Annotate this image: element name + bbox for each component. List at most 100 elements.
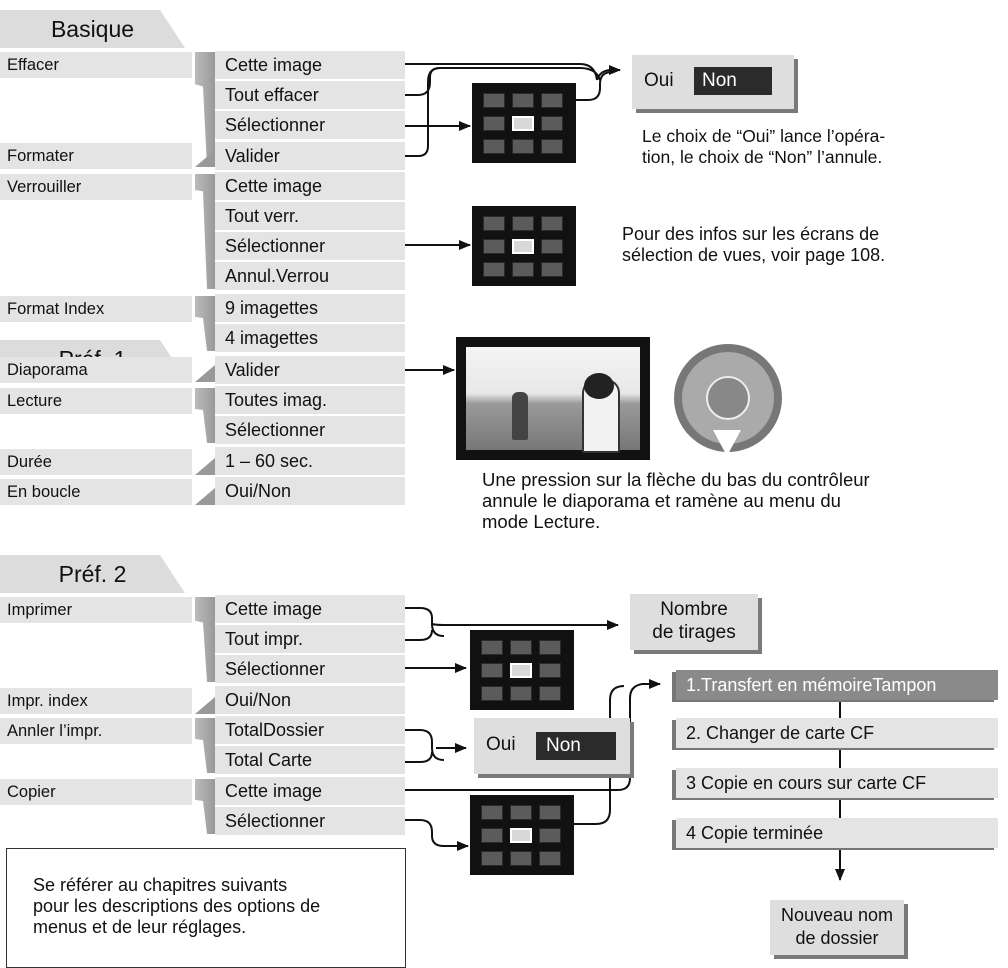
copy-step-1: 1.Transfert en mémoireTampon <box>676 670 998 700</box>
footer-note-box: Se référer au chapitres suivants pour le… <box>6 848 406 968</box>
menu-item-verrouiller: Verrouiller <box>0 174 192 200</box>
thumbnail-selection-screen <box>470 630 574 710</box>
option-formater-valider: Valider <box>215 142 405 170</box>
menu-item-duree: Durée <box>0 449 192 475</box>
oui-non-dialog: Oui Non <box>632 55 794 109</box>
option-boucle: Oui/Non <box>215 477 405 505</box>
slideshow-photo <box>456 337 650 460</box>
thumbnail-cell <box>481 663 503 678</box>
option-verr-cette-image: Cette image <box>215 172 405 200</box>
menu-item-diaporama: Diaporama <box>0 357 192 383</box>
option-effacer-cette-image: Cette image <box>215 51 405 79</box>
footer-line1: Se référer au chapitres suivants <box>33 875 288 895</box>
note-diaporama-line2: annule le diaporama et ramène au menu du <box>482 490 841 511</box>
option-tout-effacer: Tout effacer <box>215 81 405 109</box>
thumbnail-cell <box>481 851 503 866</box>
thumbnail-cell <box>541 116 563 131</box>
section-header-basique: Basique <box>0 10 185 48</box>
option-4-imagettes: 4 imagettes <box>215 324 405 352</box>
thumbnail-cell <box>539 851 561 866</box>
thumbnail-cell <box>539 805 561 820</box>
nouveau-line1: Nouveau nom <box>780 905 894 925</box>
thumbnail-cell <box>539 686 561 701</box>
note-diaporama-line1: Une pression sur la flèche du bas du con… <box>482 469 870 490</box>
option-copier-cette-image: Cette image <box>215 777 405 805</box>
thumbnail-cell <box>510 663 532 678</box>
option-effacer-selectionner: Sélectionner <box>215 111 405 139</box>
option-verr-selectionner: Sélectionner <box>215 232 405 260</box>
thumbnail-cell <box>539 828 561 843</box>
thumbnail-cell <box>481 805 503 820</box>
note-selection-line1: Pour des infos sur les écrans de <box>622 224 880 244</box>
menu-item-copier: Copier <box>0 779 192 805</box>
nouveau-nom-box: Nouveau nom de dossier <box>770 900 904 955</box>
note-diaporama-line3: mode Lecture. <box>482 511 601 532</box>
menu-item-lecture: Lecture <box>0 388 192 414</box>
menu-item-en-boucle: En boucle <box>0 479 192 505</box>
menu-item-annuler-impr: Annler l’impr. <box>0 718 192 744</box>
thumbnail-cell <box>541 262 563 277</box>
thumbnail-selection-screen <box>470 795 574 875</box>
thumbnail-cell <box>481 828 503 843</box>
thumbnail-cell <box>541 216 563 231</box>
option-tout-impr: Tout impr. <box>215 625 405 653</box>
thumbnail-selection-screen <box>472 206 576 286</box>
oui-non-dialog-bottom: Oui Non <box>474 718 630 774</box>
section-title: Préf. 2 <box>58 561 127 587</box>
thumbnail-cell <box>512 239 534 254</box>
option-9-imagettes: 9 imagettes <box>215 294 405 322</box>
thumbnail-cell <box>512 116 534 131</box>
copy-step-3: 3 Copie en cours sur carte CF <box>676 768 998 798</box>
thumbnail-cell <box>510 828 532 843</box>
thumbnail-cell <box>512 139 534 154</box>
footer-line2: pour les descriptions des options de <box>33 896 321 916</box>
thumbnail-cell <box>541 239 563 254</box>
option-lecture-selectionner: Sélectionner <box>215 416 405 444</box>
nombre-tirages-box: Nombre de tirages <box>630 594 758 650</box>
non-option-selected: Non <box>694 67 772 95</box>
controller-dial-icon <box>674 344 782 456</box>
thumbnail-cell <box>510 640 532 655</box>
option-impr-index-oui-non: Oui/Non <box>215 686 405 714</box>
menu-item-effacer: Effacer <box>0 52 192 78</box>
option-total-dossier: TotalDossier <box>215 716 405 744</box>
menu-item-imprimer: Imprimer <box>0 597 192 623</box>
menu-item-format-index: Format Index <box>0 296 192 322</box>
note-oui-non-line1: Le choix de “Oui” lance l’opéra- <box>642 126 886 146</box>
option-tout-verr: Tout verr. <box>215 202 405 230</box>
option-duree: 1 – 60 sec. <box>215 447 405 475</box>
thumbnail-cell <box>512 216 534 231</box>
oui-option: Oui <box>644 70 674 91</box>
thumbnail-cell <box>483 239 505 254</box>
oui-option: Oui <box>486 734 516 755</box>
copy-step-2: 2. Changer de carte CF <box>676 718 998 748</box>
nombre-line2: de tirages <box>652 622 736 643</box>
non-option-selected: Non <box>536 732 616 760</box>
footer-line3: menus et de leur réglages. <box>33 917 247 937</box>
option-annul-verrou: Annul.Verrou <box>215 262 405 290</box>
nombre-line1: Nombre <box>660 599 728 620</box>
option-copier-selectionner: Sélectionner <box>215 807 405 835</box>
thumbnail-cell <box>483 216 505 231</box>
section-header-pref2: Préf. 2 <box>0 555 185 593</box>
thumbnail-selection-screen <box>472 83 576 163</box>
thumbnail-cell <box>541 139 563 154</box>
thumbnail-cell <box>483 139 505 154</box>
menu-item-formater: Formater <box>0 143 192 169</box>
thumbnail-cell <box>481 686 503 701</box>
thumbnail-cell <box>510 851 532 866</box>
thumbnail-cell <box>483 262 505 277</box>
copy-step-4: 4 Copie terminée <box>676 818 998 848</box>
note-selection-line2: sélection de vues, voir page 108. <box>622 245 886 265</box>
nouveau-line2: de dossier <box>795 928 879 948</box>
thumbnail-cell <box>539 640 561 655</box>
option-imprimer-cette-image: Cette image <box>215 595 405 623</box>
option-imprimer-selectionner: Sélectionner <box>215 655 405 683</box>
thumbnail-cell <box>483 93 505 108</box>
thumbnail-cell <box>539 663 561 678</box>
menu-item-impr-index: Impr. index <box>0 688 192 714</box>
thumbnail-cell <box>481 640 503 655</box>
thumbnail-cell <box>512 93 534 108</box>
thumbnail-cell <box>510 686 532 701</box>
